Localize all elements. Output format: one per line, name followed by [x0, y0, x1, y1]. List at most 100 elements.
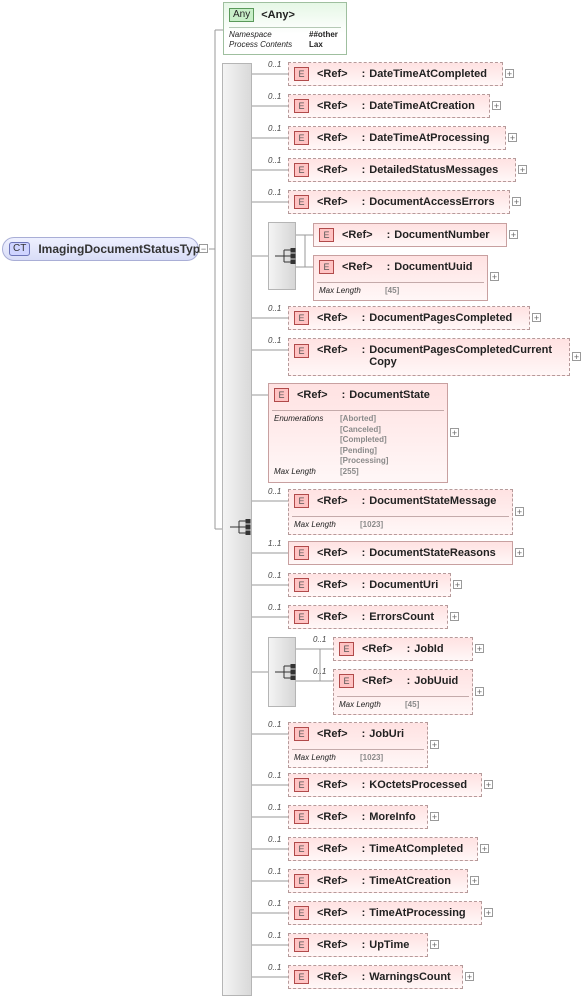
expand-icon[interactable]: +: [490, 272, 499, 282]
expand-icon[interactable]: +: [450, 428, 459, 438]
complex-type-badge: CT: [9, 242, 31, 256]
expand-icon[interactable]: +: [505, 69, 514, 79]
cardinality-label: 0..1: [268, 771, 282, 780]
element-document-state-reasons[interactable]: E<Ref>:DocumentStateReasons: [288, 541, 513, 565]
expand-icon[interactable]: +: [480, 844, 489, 854]
cardinality-label: 0..1: [268, 931, 282, 940]
collapse-root-icon[interactable]: −: [199, 244, 208, 254]
expand-icon[interactable]: +: [430, 940, 439, 950]
element-more-info[interactable]: E<Ref>:MoreInfo: [288, 805, 428, 829]
element-time-at-creation[interactable]: E<Ref>:TimeAtCreation: [288, 869, 468, 893]
any-element[interactable]: Any <Any> Namespace ##other Process Cont…: [223, 2, 347, 55]
expand-icon[interactable]: +: [450, 612, 459, 622]
any-process-contents-row: Process Contents Lax: [229, 40, 341, 50]
element-document-uri[interactable]: E<Ref>:DocumentUri: [288, 573, 451, 597]
element-header: E<Ref>:KOctetsProcessed: [294, 774, 476, 796]
element-detailed-status-messages[interactable]: E<Ref>:DetailedStatusMessages: [288, 158, 516, 182]
name-separator: :: [341, 389, 346, 401]
element-divider: [272, 410, 444, 411]
expand-icon[interactable]: +: [515, 548, 524, 558]
ref-label: <Ref>: [317, 164, 348, 176]
element-badge: E: [294, 906, 309, 920]
expand-icon[interactable]: +: [475, 644, 484, 654]
ref-label: <Ref>: [317, 971, 348, 983]
element-name: DateTimeAtCreation: [369, 100, 475, 112]
expand-icon[interactable]: +: [430, 740, 439, 750]
element-date-time-at-processing[interactable]: E<Ref>:DateTimeAtProcessing: [288, 126, 506, 150]
element-name: DocumentPagesCompletedCurrent Copy: [369, 344, 553, 368]
expand-icon[interactable]: +: [492, 101, 501, 111]
name-separator: :: [361, 100, 366, 112]
cardinality-label: 0..1: [268, 156, 282, 165]
element-facet-row: Max Length[45]: [319, 286, 482, 297]
element-name: KOctetsProcessed: [369, 779, 468, 791]
expand-icon[interactable]: +: [532, 313, 541, 323]
element-warnings-count[interactable]: E<Ref>:WarningsCount: [288, 965, 463, 989]
element-facet-row: Enumerations[Aborted][Canceled][Complete…: [274, 414, 442, 467]
expand-icon[interactable]: +: [484, 780, 493, 790]
expand-icon[interactable]: +: [572, 352, 581, 362]
expand-icon[interactable]: +: [508, 133, 517, 143]
ref-label: <Ref>: [297, 389, 328, 401]
element-time-at-completed[interactable]: E<Ref>:TimeAtCompleted: [288, 837, 478, 861]
expand-icon[interactable]: +: [465, 972, 474, 982]
element-time-at-processing[interactable]: E <Ref>:TimeAtProcessing: [288, 901, 482, 925]
element-job-id[interactable]: E<Ref>:JobId: [333, 637, 473, 661]
element-badge: E: [294, 874, 309, 888]
facet-key: Enumerations: [274, 414, 324, 423]
expand-icon[interactable]: +: [484, 908, 493, 918]
element-header: E<Ref>:MoreInfo: [294, 806, 422, 828]
expand-icon[interactable]: +: [453, 580, 462, 590]
facet-value: [1023]: [360, 520, 384, 529]
facet-value: [45]: [405, 700, 420, 709]
name-separator: :: [361, 728, 366, 740]
element-badge: E: [339, 674, 354, 688]
name-separator: :: [361, 68, 366, 80]
ref-label: <Ref>: [317, 811, 348, 823]
element-document-number[interactable]: E<Ref>:DocumentNumber: [313, 223, 507, 247]
element-document-pages-completed-current-copy[interactable]: E<Ref>:DocumentPagesCompletedCurrent Cop…: [288, 338, 570, 376]
element-errors-count[interactable]: E<Ref>:ErrorsCount: [288, 605, 448, 629]
expand-icon[interactable]: +: [518, 165, 527, 175]
ref-label: <Ref>: [317, 100, 348, 112]
element-header: E<Ref>:DocumentStateMessage: [294, 490, 507, 512]
element-name: DocumentNumber: [394, 229, 490, 241]
ref-label: <Ref>: [317, 907, 348, 919]
name-separator: :: [386, 261, 391, 273]
element-date-time-at-completed[interactable]: E<Ref>:DateTimeAtCompleted: [288, 62, 503, 86]
ref-label: <Ref>: [317, 939, 348, 951]
name-separator: :: [361, 579, 366, 591]
element-koctets-processed[interactable]: E<Ref>:KOctetsProcessed: [288, 773, 482, 797]
cardinality-label: 0..1: [268, 304, 282, 313]
element-badge: E: [274, 388, 289, 402]
ref-label: <Ref>: [317, 875, 348, 887]
expand-icon[interactable]: +: [515, 507, 524, 517]
cardinality-label: 0..1: [313, 667, 327, 676]
element-up-time[interactable]: E<Ref>:UpTime: [288, 933, 428, 957]
expand-icon[interactable]: +: [512, 197, 521, 207]
element-header: E<Ref>:DocumentAccessErrors: [294, 191, 504, 213]
hierarchy-glyph-icon: [275, 247, 296, 265]
expand-icon[interactable]: +: [475, 687, 484, 697]
element-badge: E: [319, 260, 334, 274]
expand-icon[interactable]: +: [509, 230, 518, 240]
cardinality-label: 0..1: [268, 487, 282, 496]
complex-type-imaging-document-status-type[interactable]: CT ImagingDocumentStatusType: [2, 237, 207, 261]
element-document-access-errors[interactable]: E<Ref>:DocumentAccessErrors: [288, 190, 510, 214]
element-name: TimeAtProcessing: [369, 907, 466, 919]
element-date-time-at-creation[interactable]: E<Ref>:DateTimeAtCreation: [288, 94, 490, 118]
name-separator: :: [361, 547, 366, 559]
name-separator: :: [361, 907, 366, 919]
element-name: DocumentUuid: [394, 261, 473, 273]
name-separator: :: [361, 811, 366, 823]
element-badge: E: [294, 67, 309, 81]
ref-label: <Ref>: [317, 547, 348, 559]
expand-icon[interactable]: +: [430, 812, 439, 822]
expand-icon[interactable]: +: [470, 876, 479, 886]
element-document-pages-completed[interactable]: E<Ref>:DocumentPagesCompleted: [288, 306, 530, 330]
